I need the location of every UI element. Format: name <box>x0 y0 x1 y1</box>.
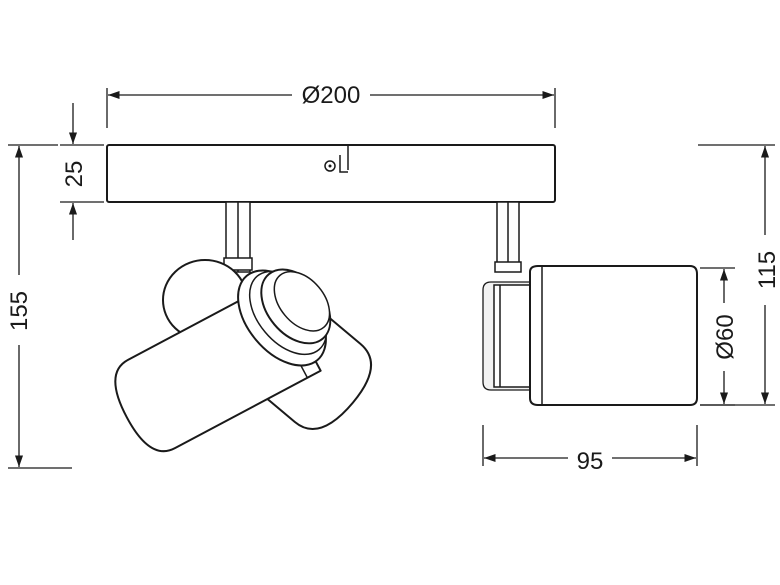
dimension-base-diameter: Ø200 <box>106 80 556 128</box>
base-diameter-label: Ø200 <box>302 82 361 109</box>
left-spotlight <box>114 201 373 453</box>
right-spotlight <box>482 201 698 406</box>
screw-icon <box>328 164 332 168</box>
dimension-head-length: 95 <box>482 425 698 475</box>
arm-height-label: 115 <box>754 251 780 289</box>
head-length-label: 95 <box>577 448 604 475</box>
dimension-total-height: 155 <box>4 144 72 469</box>
base-plate <box>106 144 556 203</box>
dimension-base-height: 25 <box>60 103 104 240</box>
right-head-body <box>529 265 698 406</box>
total-height-label: 155 <box>6 291 33 331</box>
head-diameter-label: Ø60 <box>712 314 739 359</box>
dimension-arm-height: 115 <box>698 144 780 406</box>
base-height-label: 25 <box>61 161 88 188</box>
dimension-head-diameter: Ø60 <box>700 267 739 406</box>
